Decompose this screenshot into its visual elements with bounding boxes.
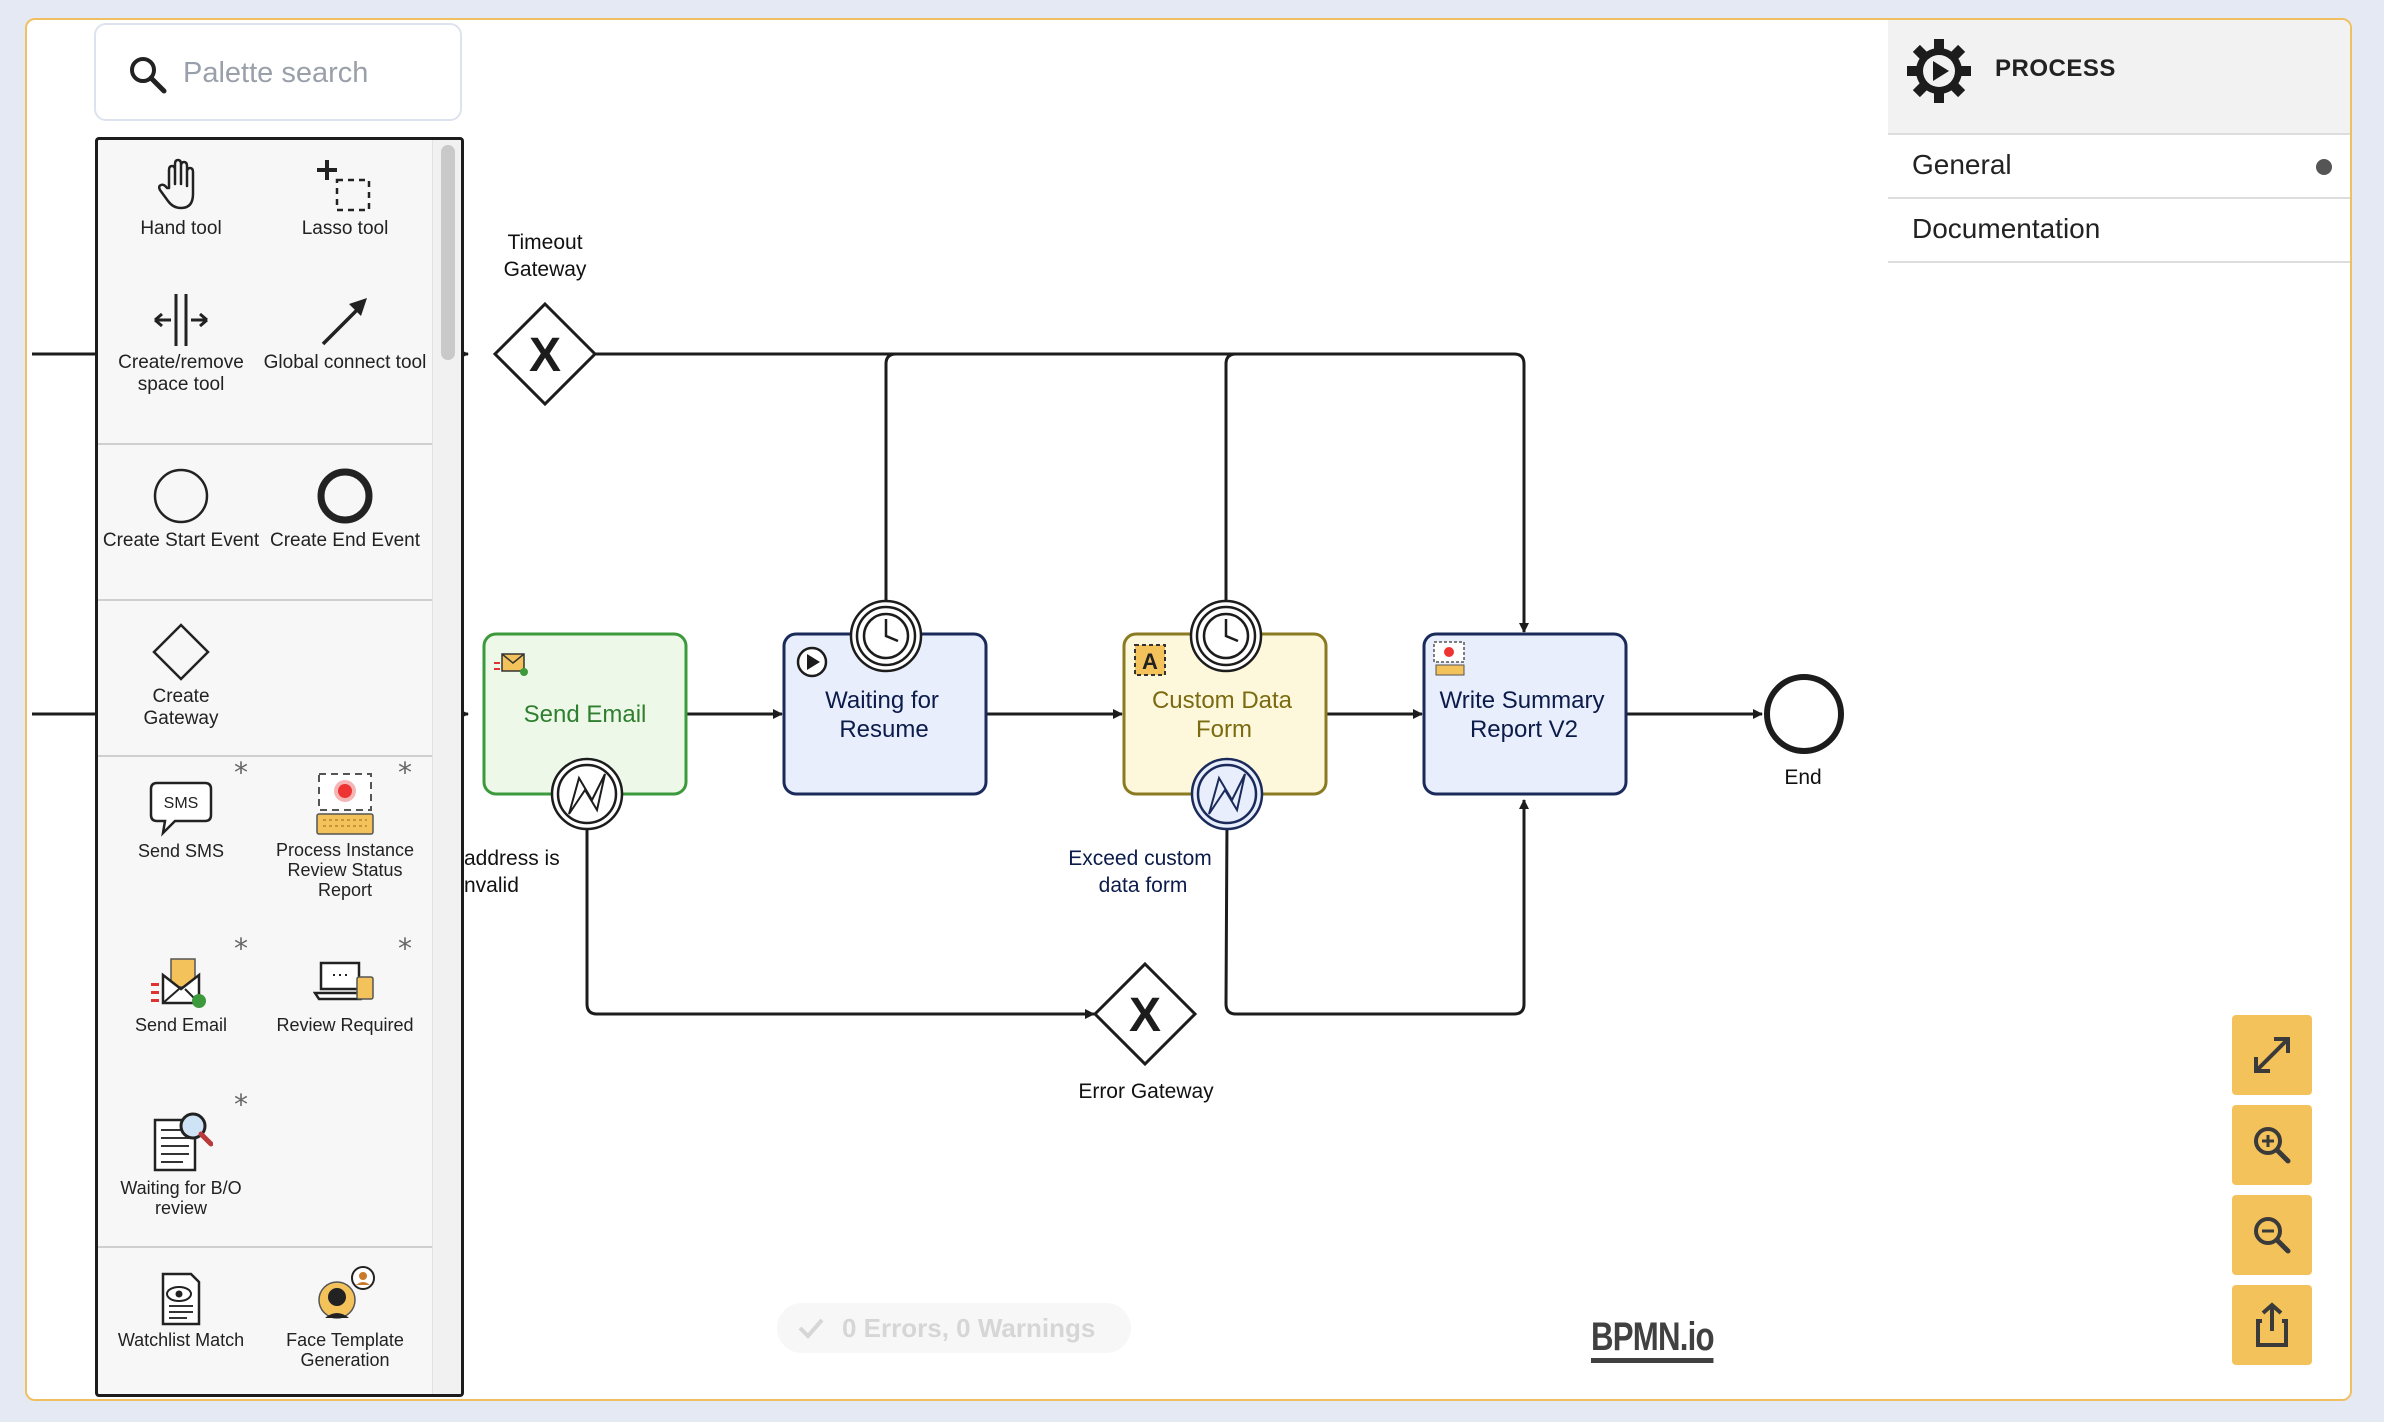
gateway-marker: X [1129, 989, 1161, 1042]
timeout-gateway[interactable]: X [492, 301, 598, 407]
start-event-icon [153, 468, 209, 524]
svg-text:SMS: SMS [164, 795, 199, 812]
error-boundary-event[interactable] [1190, 757, 1264, 831]
template-face-template[interactable]: Face Template Generation [263, 1264, 427, 1370]
template-process-report[interactable]: Process Instance Review Status Report [263, 770, 427, 900]
connect-icon [321, 298, 367, 346]
report-icon [316, 773, 374, 835]
template-review-required[interactable]: Review Required [263, 955, 427, 1035]
group-documentation[interactable]: Documentation [1888, 199, 2350, 263]
template-send-sms[interactable]: SMS Send SMS [99, 777, 263, 861]
template-waiting-bo-review[interactable]: Waiting for B/O review [99, 1108, 263, 1218]
email-icon [151, 958, 206, 1008]
create-start-event[interactable]: Create Start Event [99, 466, 263, 552]
report-icon [1433, 641, 1465, 676]
template-badge: * [398, 756, 412, 789]
properties-header: PROCESS [1888, 20, 2350, 135]
properties-title: PROCESS [1995, 55, 2116, 82]
fullscreen-button[interactable] [2232, 1015, 2312, 1095]
watchlist-icon [161, 1272, 201, 1326]
error-gateway-label: Error Gateway [1078, 1080, 1214, 1103]
global-connect-tool[interactable]: Global connect tool [263, 292, 427, 374]
palette-separator [98, 1246, 432, 1248]
template-badge: * [234, 932, 248, 965]
process-gear-icon [1907, 39, 1971, 103]
task-label: Send Email [524, 701, 647, 728]
error-gateway[interactable]: X [1092, 961, 1198, 1067]
sms-icon: SMS [149, 781, 213, 837]
palette-scrollbar[interactable] [441, 145, 455, 360]
check-icon [798, 1318, 824, 1339]
export-icon [2256, 1302, 2288, 1347]
palette-separator [98, 443, 432, 445]
gateway-marker: X [529, 329, 561, 382]
face-template-icon [318, 1266, 375, 1319]
template-watchlist-match[interactable]: Watchlist Match [99, 1270, 263, 1350]
template-send-email[interactable]: Send Email [99, 955, 263, 1035]
template-badge: * [234, 1088, 248, 1121]
lasso-tool[interactable]: Lasso tool [263, 158, 427, 240]
form-icon: A [1134, 644, 1166, 676]
has-entries-dot [2316, 159, 2332, 175]
svg-text:A: A [1142, 649, 1158, 674]
palette: Hand tool Lasso tool Create/remove space… [95, 137, 464, 1397]
palette-separator [98, 599, 432, 601]
create-end-event[interactable]: Create End Event [263, 466, 427, 552]
lasso-icon [317, 160, 371, 212]
hand-tool[interactable]: Hand tool [99, 158, 263, 240]
sequence-flow[interactable] [585, 819, 1095, 1019]
linting-status[interactable]: 0 Errors, 0 Warnings [777, 1303, 1131, 1353]
search-input[interactable] [181, 45, 445, 101]
sequence-flow[interactable] [1224, 352, 1237, 600]
palette-search[interactable] [94, 23, 462, 121]
document-search-icon [153, 1112, 213, 1172]
template-badge: * [234, 756, 248, 789]
end-event[interactable] [1764, 674, 1844, 754]
template-badge: * [398, 932, 412, 965]
review-icon [313, 961, 374, 1001]
space-tool-icon [154, 294, 208, 346]
error-boundary-event[interactable] [550, 757, 624, 831]
bpmn-io-logo[interactable]: BPMN.io [1591, 1317, 1715, 1363]
fullscreen-icon [2254, 1037, 2290, 1073]
properties-panel: PROCESS General Documentation [1888, 20, 2350, 1399]
zoom-in-icon [2254, 1127, 2291, 1164]
group-general[interactable]: General [1888, 135, 2350, 199]
gateway-icon [152, 623, 210, 681]
zoom-out-button[interactable] [2232, 1195, 2312, 1275]
timer-boundary-event[interactable] [849, 599, 923, 673]
search-icon [130, 57, 167, 94]
palette-separator [98, 755, 432, 757]
zoom-out-icon [2254, 1217, 2291, 1254]
timer-boundary-event[interactable] [1189, 599, 1263, 673]
sequence-flow[interactable] [1224, 799, 1529, 1016]
end-event-icon [317, 468, 373, 524]
create-gateway[interactable]: Create Gateway [99, 622, 263, 730]
play-icon [796, 646, 828, 678]
space-tool[interactable]: Create/remove space tool [99, 292, 263, 396]
export-button[interactable] [2232, 1285, 2312, 1365]
status-text: 0 Errors, 0 Warnings [842, 1313, 1096, 1343]
email-icon [494, 653, 528, 676]
sequence-flow[interactable] [594, 352, 1529, 633]
hand-icon [157, 158, 195, 210]
sequence-flow[interactable] [884, 352, 897, 600]
zoom-in-button[interactable] [2232, 1105, 2312, 1185]
end-event-label: End [1784, 766, 1821, 789]
